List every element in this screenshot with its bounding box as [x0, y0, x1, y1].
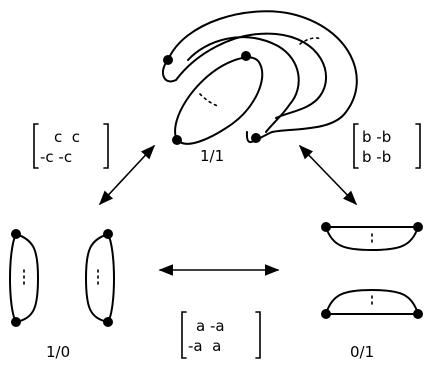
- matrix-bottom-row-2: -a a: [188, 337, 221, 355]
- matrix-left-bracket-close: [103, 123, 109, 169]
- left-dot-tl: [11, 229, 21, 239]
- right-dot-bl: [321, 309, 331, 319]
- right-arc-top-inner: [325, 226, 419, 251]
- label-1-0: 1/0: [46, 343, 70, 361]
- top-dotted-arc-inner: [199, 93, 219, 107]
- top-endpoint-dot-mid: [241, 51, 251, 61]
- matrix-left-row-1: c c: [54, 128, 80, 146]
- top-endpoint-dot-left: [163, 55, 173, 65]
- left-dot-bl: [11, 317, 21, 327]
- matrix-bottom-bracket-open: [181, 311, 187, 359]
- matrix-bottom: a -a -a a: [181, 311, 261, 359]
- label-0-1: 0/1: [350, 343, 374, 361]
- matrix-right: b -b b -b: [353, 123, 421, 169]
- label-1-1: 1/1: [200, 147, 224, 165]
- right-tangle: [321, 222, 423, 319]
- arrow-top-right: [298, 144, 358, 206]
- top-dotted-arc-outer: [299, 37, 323, 45]
- matrix-right-bracket-open: [353, 123, 359, 169]
- left-dot-tr: [103, 229, 113, 239]
- top-outer-strand: [167, 10, 358, 144]
- right-dot-tr: [413, 222, 423, 232]
- top-middle-strand: [187, 36, 300, 133]
- matrix-left-row-2: -c -c: [40, 148, 72, 166]
- top-endpoint-dot-bottom-right: [251, 133, 261, 143]
- right-arc-bottom-inner: [325, 289, 419, 315]
- right-dot-br: [413, 309, 423, 319]
- matrix-right-bracket-close: [415, 123, 421, 169]
- left-arc-2: [85, 233, 109, 323]
- left-tangle: [9, 229, 115, 327]
- matrix-bottom-bracket-close: [255, 311, 261, 359]
- left-arc-1: [9, 233, 17, 323]
- top-tangle: [161, 10, 358, 145]
- right-dot-tl: [321, 222, 331, 232]
- left-arc-1-inner: [15, 233, 39, 323]
- matrix-right-row-1: b -b: [362, 128, 391, 146]
- matrix-right-row-2: b -b: [362, 148, 391, 166]
- arrow-top-left: [99, 144, 155, 206]
- top-endpoint-dot-bottom-left: [172, 135, 182, 145]
- left-arc-2-inner: [107, 233, 115, 323]
- top-ellipse: [174, 56, 264, 145]
- top-outer-strand-end: [161, 32, 328, 119]
- matrix-bottom-row-1: a -a: [196, 317, 225, 335]
- matrix-left-bracket-open: [33, 123, 39, 169]
- matrix-left: c c -c -c: [33, 123, 109, 169]
- left-dot-br: [103, 317, 113, 327]
